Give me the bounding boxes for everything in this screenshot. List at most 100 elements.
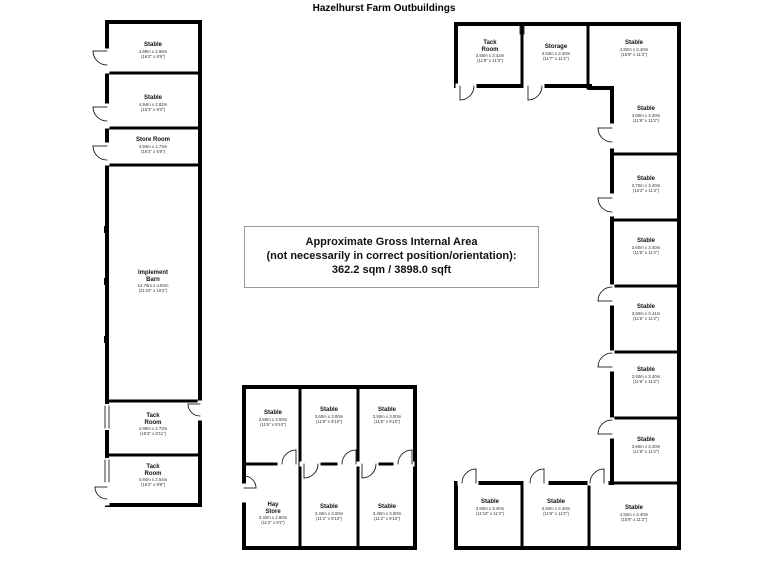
room-dimensions-metric: 3.53m x 3.40m	[541, 50, 571, 56]
room-name: Storage	[544, 44, 568, 50]
u-building-doors	[455, 83, 615, 486]
room-dimensions-metric: 4.98m x 2.98m	[138, 48, 168, 54]
room-dimensions-metric: 4.94m x 2.64m	[138, 477, 168, 482]
room-dimensions-metric: 3.40m x 3.00m	[314, 510, 344, 516]
room-dimensions-metric: 3.40m x 2.80m	[258, 515, 288, 520]
left-building-walls	[105, 20, 202, 507]
room-name: Stable	[319, 504, 338, 510]
room-dimensions-imperial: (11'10" x 11'2")	[475, 510, 505, 516]
room-dimensions-imperial: (11'6" x 11'2")	[543, 510, 569, 516]
room-dimensions-imperial: (11'6" x 9'10")	[373, 418, 401, 424]
room-name: Stable	[636, 304, 655, 310]
room-dimensions-metric: 4.94m x 1.73m	[138, 143, 168, 149]
room-name: Tack Room	[481, 40, 499, 53]
room-dimensions-imperial: (11'9" x 11'2")	[633, 117, 659, 123]
room-dimensions-metric: 12.76m x 4.94m	[137, 283, 169, 288]
room-dimensions-metric: 3.60m x 3.40m	[631, 443, 661, 449]
room-dimensions-metric: 3.50m x 3.41m	[631, 310, 661, 316]
room-dimensions-metric: 3.50m x 3.00m	[258, 416, 288, 422]
room-dimensions-imperial: (11'8" x 11'3")	[477, 58, 503, 63]
centre-building-walls	[242, 385, 417, 550]
room-dimensions-metric: 4.96m x 2.72m	[138, 426, 168, 431]
room-name: Tack Room	[144, 464, 162, 477]
area-note-line-1: Approximate Gross Internal Area	[305, 236, 478, 248]
gross-internal-area-note: Approximate Gross Internal Area (not nec…	[244, 226, 539, 288]
room-dimensions-imperial: (11'6" x 11'2")	[633, 378, 659, 384]
room-name: Stable	[377, 504, 396, 510]
room-name: Stable	[636, 437, 655, 443]
room-dimensions-metric: 4.82m x 3.40m	[619, 511, 649, 517]
room-name: Stable	[143, 42, 162, 48]
room-dimensions-metric: 3.60m x 3.40m	[475, 505, 505, 511]
room-dimensions-imperial: (11'7" x 11'2")	[543, 55, 569, 61]
room-dimensions-imperial: (11'8" x 11'2")	[633, 249, 659, 255]
room-name: Implement Barn	[137, 270, 168, 283]
room-name: Stable	[624, 505, 643, 511]
room-dimensions-imperial: (15'9" x 11'2")	[620, 516, 648, 522]
room-dimensions-imperial: (11'2" x 9'10")	[315, 515, 343, 521]
room-name: Stable	[480, 499, 499, 505]
room-dimensions-imperial: (11'9" x 9'10")	[315, 418, 343, 424]
room-dimensions-metric: 3.60m x 3.40m	[631, 112, 661, 118]
room-name: Stable	[319, 407, 338, 413]
plan-title: Hazelhurst Farm Outbuildings	[312, 3, 456, 14]
room-name: Stable	[636, 367, 655, 373]
room-dimensions-imperial: (16'3" x 8'11")	[139, 431, 167, 436]
room-name: Stable	[636, 106, 655, 112]
room-dimensions-imperial: (11'6" x 11'2")	[633, 315, 659, 321]
centre-building-doors	[241, 449, 415, 503]
room-dimensions-imperial: (11'8" x 11'2")	[633, 448, 659, 454]
room-dimensions-metric: 3.50m x 3.00m	[372, 413, 402, 419]
room-dimensions-metric: 3.40m x 3.00m	[372, 510, 402, 516]
room-dimensions-imperial: (16'2" x 8'8")	[140, 482, 166, 487]
area-note-line-3: 362.2 sqm / 3898.0 sqft	[331, 264, 452, 276]
room-name: Stable	[143, 95, 162, 101]
room-name: Stable	[624, 40, 643, 46]
room-dimensions-metric: 4.94m x 2.82m	[138, 101, 168, 107]
room-dimensions-imperial: (16'2" x 5'8")	[140, 148, 166, 154]
room-dimensions-metric: 3.70m x 3.40m	[631, 182, 661, 188]
room-name: Stable	[377, 407, 396, 413]
room-dimensions-imperial: (15'9" x 11'2")	[620, 51, 648, 57]
left-building-doors	[92, 48, 203, 506]
left-building-openings	[104, 226, 110, 484]
room-dimensions-imperial: (16'2" x 9'9")	[140, 53, 166, 59]
room-dimensions-metric: 3.60m x 3.40m	[631, 244, 661, 250]
area-note-line-2: (not necessarily in correct position/ori…	[266, 250, 517, 262]
room-dimensions-metric: 3.60m x 3.00m	[314, 413, 344, 419]
room-dimensions-metric: 3.56m x 3.42m	[475, 53, 505, 58]
room-name: Stable	[636, 238, 655, 244]
room-dimensions-imperial: (41'10" x 16'2")	[138, 288, 168, 293]
room-name: Stable	[263, 410, 282, 416]
room-name: Stable	[546, 499, 565, 505]
room-dimensions-imperial: (12'2" x 11'2")	[632, 187, 660, 193]
room-name: Store Room	[136, 137, 171, 143]
room-dimensions-metric: 4.82m x 3.40m	[619, 46, 649, 52]
room-name: Stable	[636, 176, 655, 182]
room-dimensions-imperial: (11'2" x 9'10")	[373, 515, 401, 521]
room-name: Hay Store	[265, 502, 281, 515]
